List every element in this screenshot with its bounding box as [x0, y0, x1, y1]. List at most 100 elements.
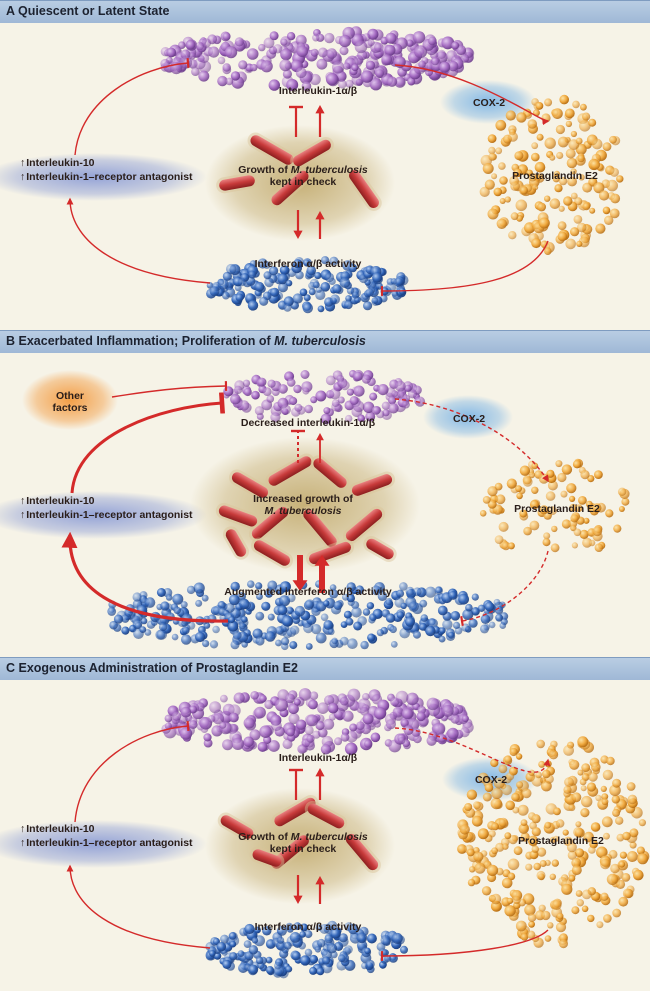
cell [588, 772, 598, 782]
cell [482, 163, 494, 174]
il1-cells [161, 688, 474, 756]
cell [222, 959, 232, 969]
cell [234, 37, 244, 47]
cell [239, 598, 250, 610]
cell [303, 259, 310, 267]
cell [406, 692, 419, 706]
cell [581, 763, 591, 772]
cell [283, 303, 292, 312]
cell [186, 585, 196, 595]
cell [288, 703, 299, 715]
cell [498, 162, 506, 170]
bacterium-icon [268, 167, 312, 209]
cell [264, 699, 274, 710]
cell [517, 804, 529, 816]
cell [394, 76, 406, 88]
cell [563, 196, 573, 206]
cell [575, 137, 583, 145]
cell [287, 593, 296, 603]
bacterium-icon [249, 846, 285, 870]
cell [208, 46, 220, 58]
cell [345, 414, 353, 423]
cell [494, 606, 504, 615]
cox2-label: COX-2 [474, 774, 508, 786]
cell [280, 38, 288, 46]
cell [375, 69, 384, 78]
cell [477, 604, 486, 612]
cell [173, 606, 181, 615]
cell [317, 47, 328, 58]
cell [343, 62, 351, 70]
cell [493, 777, 505, 789]
cell [329, 256, 339, 266]
cell [486, 864, 499, 877]
cell [431, 57, 440, 66]
cell [551, 525, 558, 533]
cell [583, 831, 594, 843]
cell [309, 691, 319, 700]
cell [512, 806, 520, 814]
bacterium-icon [300, 506, 340, 550]
cell [420, 614, 429, 622]
cell [219, 721, 227, 729]
cell [448, 61, 459, 72]
cell [456, 45, 467, 56]
cell [246, 48, 259, 60]
cell [178, 41, 186, 49]
cell [322, 956, 331, 965]
cell [575, 504, 583, 512]
il1-cells [223, 370, 426, 425]
cell [547, 480, 558, 491]
cell [439, 61, 451, 73]
loop-inhibit [74, 58, 190, 156]
panel-c: C Exogenous Administration of Prostaglan… [0, 657, 650, 991]
cell [457, 844, 467, 854]
cell [259, 296, 269, 306]
cell [386, 76, 398, 87]
cell [468, 618, 478, 628]
cell [354, 40, 368, 54]
cell [596, 846, 608, 859]
cell [573, 528, 582, 537]
cell [113, 614, 124, 624]
cell [265, 966, 275, 975]
cell [541, 910, 551, 921]
cell [269, 266, 279, 276]
mtb-italic: M. tuberculosis [290, 831, 368, 843]
cell [388, 396, 397, 405]
cell [251, 390, 260, 400]
cell [320, 282, 331, 292]
cell [216, 942, 227, 952]
cell [507, 897, 514, 904]
cell [531, 814, 541, 824]
cell [594, 470, 603, 479]
cell [403, 725, 414, 736]
cell [384, 955, 392, 963]
cell [309, 966, 318, 975]
cell [629, 828, 639, 838]
cell [360, 706, 369, 716]
panel-a-body: Interleukin-1α/β Growth of M. tuberculos… [0, 23, 650, 330]
cell [312, 730, 321, 739]
cell [626, 851, 638, 862]
cell [600, 858, 611, 870]
cell [140, 617, 148, 625]
cell [342, 710, 354, 722]
cell [552, 835, 560, 842]
cell [536, 870, 546, 880]
cell [499, 198, 506, 204]
cell [561, 519, 572, 529]
cell [576, 222, 587, 233]
cell [233, 385, 243, 395]
cell [544, 137, 556, 149]
mtb-italic: M. tuberculosis [290, 164, 368, 176]
growth-label-text-2: kept in check [269, 176, 337, 188]
cell [381, 401, 391, 410]
cell [385, 719, 396, 730]
cell [371, 585, 382, 596]
cell [297, 744, 307, 754]
cell [583, 517, 590, 524]
cell [271, 720, 282, 732]
cell [365, 60, 376, 70]
cell [574, 197, 583, 206]
